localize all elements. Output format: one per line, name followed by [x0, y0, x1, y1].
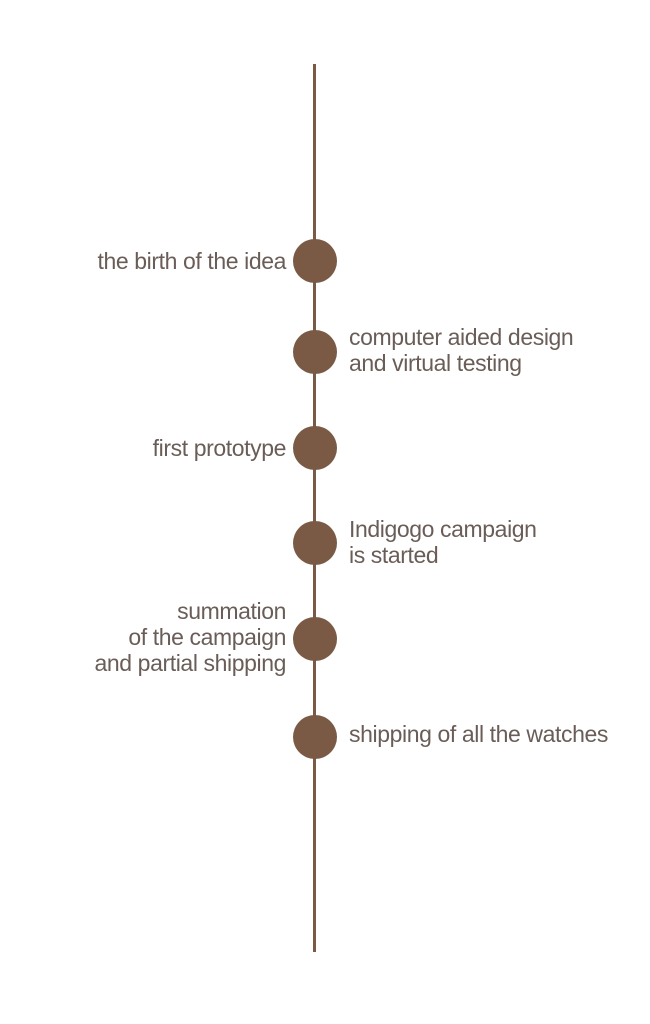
event-label-line: of the campaign: [128, 624, 286, 650]
event-label-line: shipping of all the watches: [349, 721, 608, 747]
event-label-line: first prototype: [152, 435, 287, 461]
event-label-line: computer aided design: [349, 324, 574, 350]
timeline-node: [293, 426, 337, 470]
timeline-event-label: first prototype: [152, 435, 287, 461]
event-label-line: and partial shipping: [94, 650, 287, 676]
event-label-line: summation: [177, 598, 286, 624]
timeline-axis-line: [313, 64, 316, 952]
timeline-event-label: the birth of the idea: [97, 248, 286, 274]
timeline-node: [293, 330, 337, 374]
timeline-node: [293, 521, 337, 565]
event-label-line: Indigogo campaign: [349, 516, 537, 542]
timeline-event-label: shipping of all the watches: [349, 721, 608, 747]
timeline-event-label: Indigogo campaign is started: [349, 516, 537, 568]
timeline-node: [293, 239, 337, 283]
timeline-node: [293, 715, 337, 759]
event-label-line: and virtual testing: [349, 350, 522, 376]
timeline-event-label: computer aided design and virtual testin…: [349, 324, 574, 376]
event-label-line: is started: [349, 542, 439, 568]
timeline-event-label: summation of the campaign and partial sh…: [94, 598, 287, 676]
timeline-node: [293, 617, 337, 661]
event-label-line: the birth of the idea: [97, 248, 286, 274]
